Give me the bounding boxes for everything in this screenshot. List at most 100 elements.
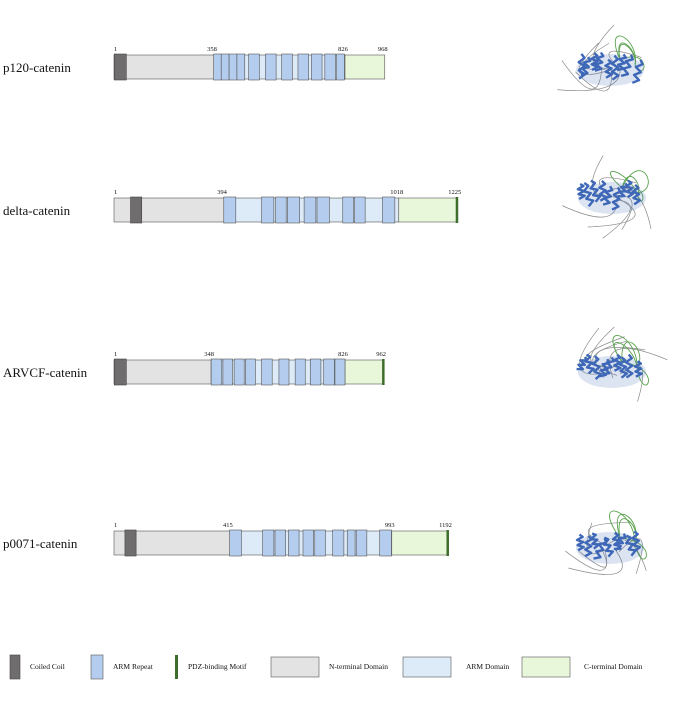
residue-label: 358 [207,46,217,53]
structure-loop [557,65,621,92]
structure-loop-green [609,510,636,544]
arm-repeat [336,53,345,81]
protein-name: delta-catenin [3,203,71,218]
arm-repeat [220,53,230,81]
residue-label: 1192 [439,522,452,529]
arm-repeat [248,53,260,81]
arm-repeat [275,196,287,224]
residue-label: 394 [217,189,228,196]
arm-repeat [324,53,336,81]
arvcf-structure-icon [576,326,668,402]
legend-label-arm-repeat: ARM Repeat [113,662,154,671]
structure-loop-green [613,342,638,368]
structure-loop [618,538,643,574]
structure-helix [633,360,643,378]
pdz-binding-motif [455,197,459,223]
residue-label: 1018 [390,189,403,196]
structure-core [576,54,644,86]
arm-repeat [278,358,290,386]
legend-item-coiled-coil: Coiled Coil [9,654,65,680]
arm-domain [210,359,346,385]
legend-item-pdz-motif: PDZ-binding Motif [175,655,247,679]
arm-repeat [355,529,368,557]
legend-swatch-n-terminal [270,656,320,678]
structure-helix [624,179,635,199]
structure-loop-green [618,518,637,544]
residue-label: 1 [114,522,117,529]
protein-name: p0071-catenin [3,536,78,551]
arm-repeat [316,196,330,224]
arm-repeat [265,53,277,81]
legend-swatch-arm-repeat [90,654,104,680]
structure-loop-green [621,175,640,194]
legend-item-arm-domain: ARM Domain [402,656,509,678]
structure-helix [582,181,595,207]
structure-helix [624,353,634,379]
structure-helix [602,536,615,558]
structure-helix [613,533,627,551]
legend-label-pdz-motif: PDZ-binding Motif [188,662,247,671]
arm-repeat [245,358,256,386]
legend: Coiled Coil ARM Repeat PDZ-binding Motif… [9,654,643,680]
structure-helix [584,353,595,375]
c-terminal-domain [344,54,386,80]
structure-helix [594,51,605,72]
structure-loop [561,60,602,90]
arm-repeat [223,196,237,224]
legend-swatch-arm-domain [402,656,452,678]
structure-loop [602,199,631,239]
structure-core [578,182,646,214]
structure-loop [562,195,618,218]
arm-repeat [309,358,322,386]
structure-loop-green [619,537,647,560]
structure-helix [602,185,614,206]
residue-label: 962 [376,351,386,358]
structure-helix [620,54,634,78]
legend-label-n-terminal: N-terminal Domain [329,662,388,671]
arm-repeat [261,196,275,224]
arm-repeat [323,358,335,386]
arm-repeat [346,529,356,557]
legend-item-n-terminal: N-terminal Domain [270,656,388,678]
p120-structure-icon [557,24,645,92]
arm-repeat [334,358,346,386]
legend-swatch-coiled-coil [9,654,21,680]
structure-loop-green [609,171,638,194]
structure-helix [610,54,620,81]
arm-repeat [302,529,314,557]
arm-repeat [288,529,300,557]
n-terminal-domain [113,359,212,385]
arm-repeat [262,529,275,557]
structure-loop-green [621,170,649,194]
structure-loop [609,348,668,378]
residue-label: 1225 [448,189,461,196]
arm-repeat [314,529,326,557]
c-terminal-domain [344,359,384,385]
arm-repeat [342,196,354,224]
arm-repeat [274,529,286,557]
structure-loop [586,336,625,368]
coiled-coil [130,196,143,224]
coiled-coil [113,53,127,81]
arm-repeat [281,53,293,81]
residue-label: 993 [385,522,395,529]
protein-name: ARVCF-catenin [3,365,88,380]
structure-helix [631,530,642,553]
legend-label-c-terminal: C-terminal Domain [584,662,643,671]
residue-label: 1 [114,351,117,358]
structure-loop [568,550,623,575]
arm-repeat [261,358,273,386]
structure-loop [565,549,608,571]
arm-repeat [294,358,306,386]
n-terminal-domain [113,54,215,80]
structure-helix [591,355,603,380]
residue-label: 826 [338,351,349,358]
arm-repeat [287,196,300,224]
legend-item-c-terminal: C-terminal Domain [521,656,643,678]
arm-repeat [379,529,392,557]
